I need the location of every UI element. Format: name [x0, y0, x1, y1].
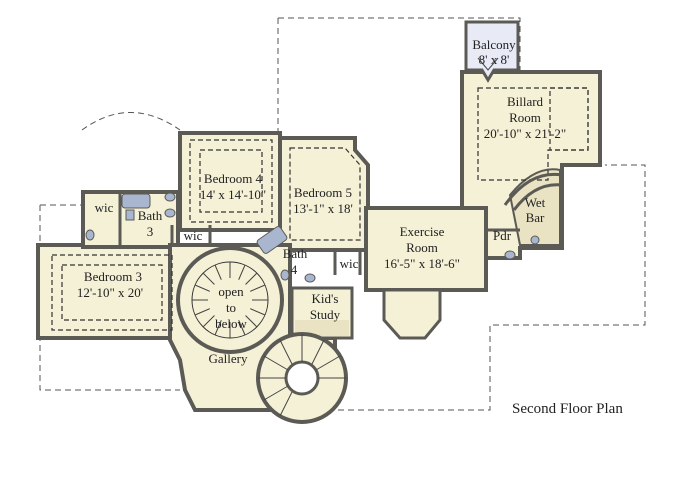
room-labels: Balcony 8' x 8' Billard Room 20'-10" x 2…	[77, 37, 566, 366]
bedroom3-label: Bedroom 3	[84, 269, 142, 284]
exercise-label: Exercise	[400, 224, 445, 239]
wic-mid-label: wic	[184, 228, 203, 243]
wet-bar-counter	[503, 172, 563, 211]
kids-study-label-1: Kid's	[312, 291, 339, 306]
billiard-size: 20'-10" x 21'-2"	[484, 126, 566, 141]
bedroom5-label: Bedroom 5	[294, 185, 352, 200]
exercise-label-2: Room	[406, 240, 438, 255]
ceiling-trays	[51, 87, 589, 331]
bath4-label: Bath	[283, 246, 308, 261]
bath3-label: Bath	[138, 208, 163, 223]
exercise-size: 16'-5" x 18'-6"	[384, 256, 460, 271]
pdr-label: Pdr	[493, 228, 512, 243]
partitions	[118, 192, 520, 290]
wet-bar-label-1: Wet	[525, 195, 546, 210]
open-below-line2: to	[226, 300, 236, 315]
bedroom5-size: 13'-1" x 18'	[293, 201, 353, 216]
bath4-num: 4	[291, 262, 298, 277]
spiral-staircase	[256, 332, 348, 424]
billiard-label-2: Room	[509, 110, 541, 125]
bath-fixtures	[85, 192, 540, 283]
bath3-num: 3	[147, 224, 154, 239]
wic-right-label: wic	[340, 256, 359, 271]
wic-left-label: wic	[95, 200, 114, 215]
balcony-label: Balcony	[472, 37, 516, 52]
gallery-label: Gallery	[209, 351, 248, 366]
bedroom4-label: Bedroom 4	[204, 171, 263, 186]
bedroom3-size: 12'-10" x 20'	[77, 285, 143, 300]
open-below-line3: below	[215, 316, 247, 331]
balcony-arrow	[477, 57, 499, 71]
kids-study-label-2: Study	[310, 307, 341, 322]
bedroom4-size: 14' x 14'-10"	[200, 187, 266, 202]
open-below-line1: open	[218, 284, 244, 299]
open-to-below-circle	[176, 246, 284, 354]
billiard-label-1: Billard	[507, 94, 544, 109]
balcony-size: 8' x 8'	[479, 52, 510, 67]
floor-plan-caption: Second Floor Plan	[512, 401, 623, 417]
wet-bar-label-2: Bar	[526, 210, 545, 225]
